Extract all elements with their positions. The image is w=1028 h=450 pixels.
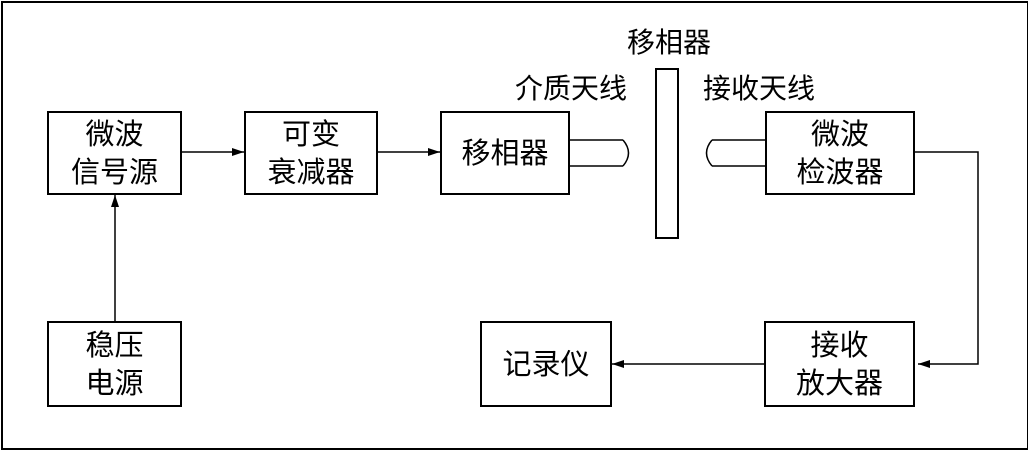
microwave-source-block: 微波 信号源 — [47, 111, 182, 195]
block-line: 移相器 — [461, 136, 549, 170]
block-line: 信号源 — [70, 155, 158, 189]
block-line: 衰减器 — [267, 155, 355, 189]
arrow-detector-to-amplifier — [915, 151, 979, 368]
phase-shifter-block: 移相器 — [440, 111, 570, 195]
block-line: 可变 — [281, 117, 340, 151]
dielectric-antenna-icon — [570, 139, 630, 167]
block-line: 稳压 — [85, 328, 144, 362]
block-line: 接收 — [810, 328, 869, 362]
block-line: 检波器 — [796, 155, 884, 189]
variable-attenuator-block: 可变 衰减器 — [244, 111, 378, 195]
phase-shifter-label: 移相器 — [627, 26, 712, 59]
microwave-detector-block: 微波 检波器 — [765, 111, 915, 195]
dielectric-antenna-label: 介质天线 — [515, 72, 628, 105]
recorder-block: 记录仪 — [480, 321, 612, 407]
phase-shifter-plate — [655, 68, 679, 239]
block-line: 放大器 — [795, 366, 883, 400]
receiving-antenna-icon — [705, 139, 765, 167]
block-line: 记录仪 — [502, 347, 590, 381]
block-line: 微波 — [810, 117, 869, 151]
block-line: 微波 — [85, 117, 144, 151]
regulated-power-block: 稳压 电源 — [47, 321, 182, 407]
receiving-antenna-label: 接收天线 — [703, 72, 816, 105]
block-line: 电源 — [85, 366, 144, 400]
receiving-amplifier-block: 接收 放大器 — [764, 321, 915, 407]
